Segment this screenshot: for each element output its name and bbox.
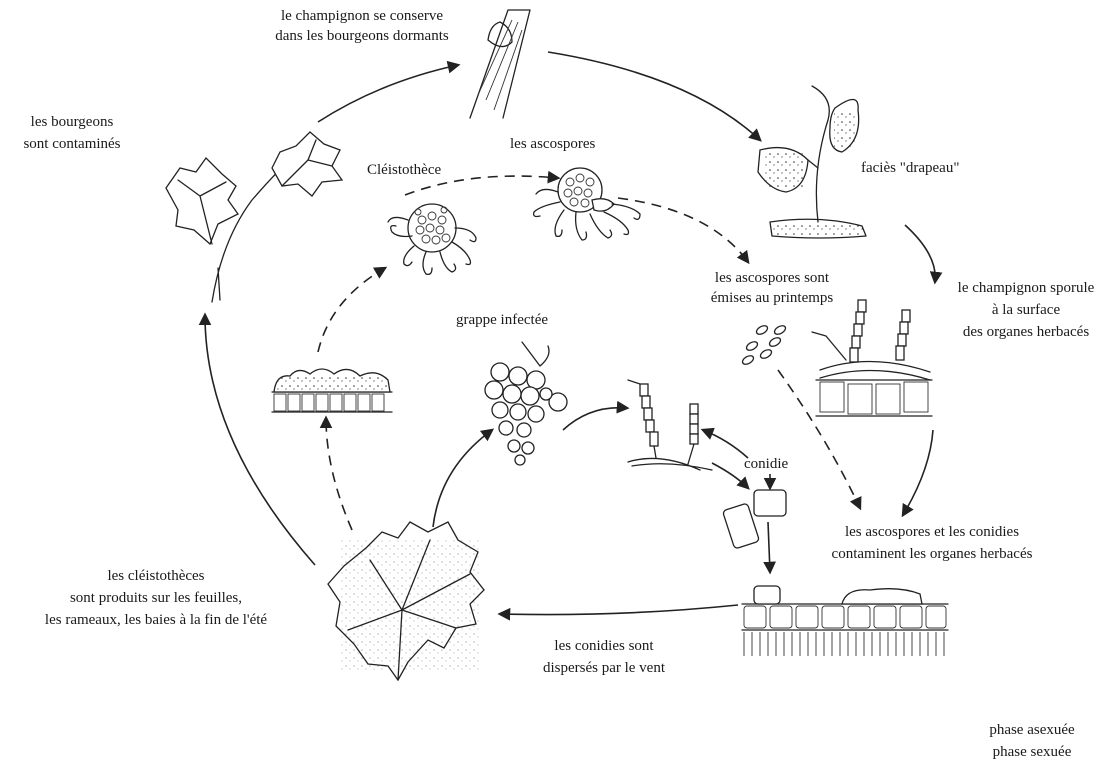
arrow-to-flag-shoot	[548, 52, 760, 140]
label-buds-contaminated-line1: les bourgeons	[31, 114, 114, 130]
label-contaminate-line1: les ascospores et les conidies	[845, 524, 1019, 540]
diagram-labels: le champignon se conserve dans les bourg…	[23, 8, 1094, 760]
arrow-hyphae-to-conidium	[712, 463, 748, 488]
arrow-to-leaf	[500, 605, 738, 615]
label-buds-conserve-line1: le champignon se conserve	[281, 8, 443, 24]
sporulating-colony-illustration	[812, 300, 932, 416]
label-ascospores-emitted-line1: les ascospores sont	[715, 270, 830, 286]
arrow-conidium-to-hyphae	[703, 430, 748, 458]
label-buds-conserve-line2: dans les bourgeons dormants	[275, 28, 449, 44]
dormant-bud-illustration	[470, 10, 530, 118]
label-cleisto-produced-line2: sont produits sur les feuilles,	[70, 590, 242, 606]
legend-asexual-phase: phase asexuée	[989, 722, 1075, 738]
flag-shoot-illustration	[758, 86, 866, 238]
arrow-to-dormant-buds	[318, 65, 458, 122]
contaminated-tissue-illustration	[742, 586, 948, 656]
conidia-illustration	[722, 490, 786, 549]
label-cleisto-produced-line3: les rameaux, les baies à la fin de l'été	[45, 612, 268, 628]
infected-leaf-illustration	[328, 522, 484, 680]
emitted-ascospores-illustration	[741, 324, 787, 366]
arrow-leaf-to-grape	[433, 430, 492, 527]
dashed-leaf-to-tissue	[326, 418, 352, 530]
label-conidium: conidie	[744, 456, 788, 472]
arrow-conidium-to-tissue	[768, 522, 770, 572]
legend-sexual-phase: phase sexuée	[993, 744, 1072, 760]
conidiophore-illustration	[628, 380, 712, 470]
arrow-to-sporulation	[905, 225, 935, 282]
label-cleistothecium: Cléistothèce	[367, 162, 441, 178]
label-conidia-dispersed-line1: les conidies sont	[554, 638, 654, 654]
label-flag-facies: faciès "drapeau"	[861, 160, 959, 176]
arrow-to-contamination	[903, 430, 933, 515]
dashed-ascospores-to-emission	[618, 198, 748, 262]
label-ascospores: les ascospores	[510, 136, 596, 152]
cleistothecium-illustration	[388, 204, 476, 274]
arrow-to-buds	[205, 315, 315, 565]
infected-shoot-illustration	[166, 132, 342, 302]
label-conidia-dispersed-line2: dispersés par le vent	[543, 660, 666, 676]
dashed-tissue-to-cleistothecium	[318, 268, 385, 352]
label-sporulates-line1: le champignon sporule	[958, 280, 1095, 296]
label-ascospores-emitted-line2: émises au printemps	[711, 290, 834, 306]
arrow-grape-to-hyphae	[563, 408, 627, 430]
label-sporulates-line2: à la surface	[992, 302, 1061, 318]
leaf-tissue-cleistothecia-illustration	[272, 369, 392, 412]
label-cleisto-produced-line1: les cléistothèces	[107, 568, 204, 584]
ascospore-release-illustration	[534, 168, 640, 240]
infected-grape-cluster-illustration	[485, 342, 567, 465]
label-buds-contaminated-line2: sont contaminés	[23, 136, 120, 152]
label-contaminate-line2: contaminent les organes herbacés	[832, 546, 1033, 562]
label-sporulates-line3: des organes herbacés	[963, 324, 1089, 340]
label-infected-grape: grappe infectée	[456, 312, 548, 328]
dashed-cleistothecium-to-ascospores	[405, 176, 558, 195]
